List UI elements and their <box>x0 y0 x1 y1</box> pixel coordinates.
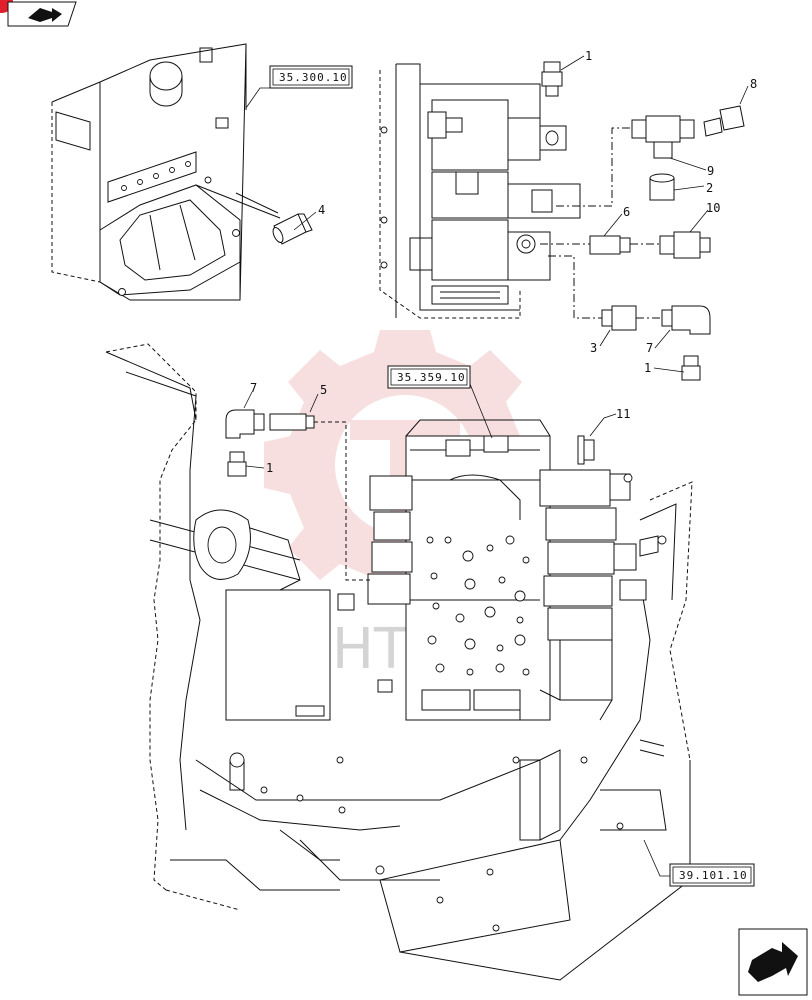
leader-9 <box>669 157 707 171</box>
callout-6: 6 <box>623 205 630 219</box>
callout-11: 11 <box>616 407 630 421</box>
leader-2 <box>673 185 705 191</box>
ref-box-35-300-10[interactable]: 35.300.10 <box>245 65 353 109</box>
hose-line-3 <box>548 255 602 319</box>
callout-8: 8 <box>750 77 757 91</box>
ref-box-35-359-10[interactable]: 35.359.10 <box>387 365 493 439</box>
leader-7a <box>654 329 671 349</box>
fitting-part-1-top <box>541 61 563 97</box>
leader-11 <box>589 413 617 437</box>
prev-page-button[interactable] <box>0 0 77 27</box>
main-frame <box>105 343 693 981</box>
leader-3 <box>599 329 611 347</box>
leader-1a <box>560 55 585 71</box>
ref-label-frame: 39.101.10 <box>679 869 748 882</box>
plug-part-11 <box>577 435 595 465</box>
plug-part-6 <box>589 235 631 255</box>
leader-4 <box>293 211 317 231</box>
control-valve-block <box>337 419 667 721</box>
callout-1-top: 1 <box>585 49 592 63</box>
callout-2: 2 <box>706 181 713 195</box>
elbow-part-7-lower <box>225 409 265 439</box>
ref-box-39-101-10[interactable]: 39.101.10 <box>643 839 755 887</box>
next-page-button[interactable] <box>738 928 808 996</box>
callout-10: 10 <box>706 201 720 215</box>
leader-7b <box>243 391 253 409</box>
leader-1c <box>245 465 265 469</box>
forward-arrow-icon <box>748 942 798 982</box>
fitting-part-1-lower <box>227 451 247 477</box>
callout-5: 5 <box>320 383 327 397</box>
ref-label-valve: 35.359.10 <box>397 371 466 384</box>
back-arrow-icon <box>28 8 62 22</box>
fitting-part-1-right <box>681 355 701 381</box>
cap-part-2 <box>649 173 675 201</box>
elbow-part-7-upper <box>661 305 711 335</box>
ref-label-top: 35.300.10 <box>279 71 348 84</box>
callout-1-right: 1 <box>644 361 651 375</box>
tube-part-5 <box>269 413 315 431</box>
tee-fitting-part-9 <box>631 115 695 159</box>
fitting-part-3 <box>601 305 637 331</box>
spacer-part-4 <box>272 213 313 245</box>
leader-5 <box>309 393 319 413</box>
hose-line-5 <box>314 421 370 581</box>
leader-1b <box>653 367 685 373</box>
hose-line-9 <box>556 127 632 207</box>
callout-1-lower: 1 <box>266 461 273 475</box>
leader-10 <box>689 209 709 233</box>
leader-8 <box>739 85 749 105</box>
leader-6 <box>603 213 623 237</box>
callout-7-lower: 7 <box>250 381 257 395</box>
fitting-part-10 <box>659 231 711 259</box>
callout-4: 4 <box>318 203 325 217</box>
callout-9: 9 <box>707 164 714 178</box>
callout-3: 3 <box>590 341 597 355</box>
callout-7-upper: 7 <box>646 341 653 355</box>
bracket-assembly <box>51 43 281 301</box>
upper-valve-manifold <box>379 63 581 319</box>
fitting-part-8 <box>703 105 745 137</box>
